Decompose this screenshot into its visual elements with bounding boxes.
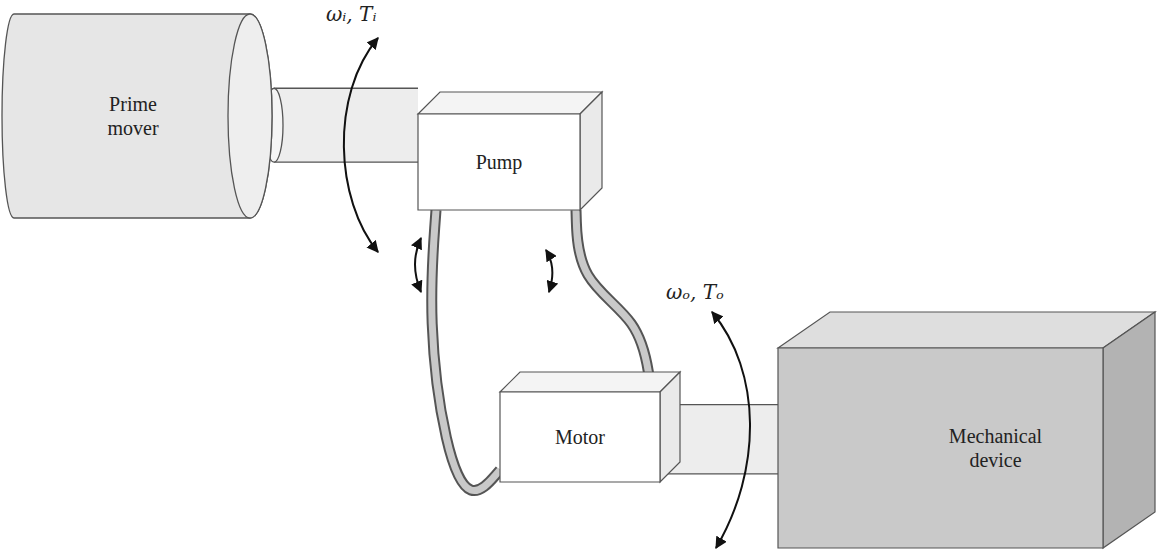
mechanical-device-box: Mechanical device bbox=[778, 312, 1155, 548]
node-outline bbox=[0, 14, 274, 218]
node-face: Pump bbox=[418, 114, 580, 210]
box-top-face bbox=[778, 312, 1155, 348]
box-side-face bbox=[660, 372, 680, 482]
node-face: Motor bbox=[500, 392, 660, 482]
shaft-body bbox=[274, 88, 418, 162]
hose-outline bbox=[576, 210, 650, 382]
rotation-arrow bbox=[712, 312, 750, 548]
shaft-edge bbox=[274, 88, 418, 89]
flow-arrow bbox=[415, 238, 421, 292]
node-label: Mechanical device bbox=[921, 424, 1071, 472]
node-face: Mechanical device bbox=[888, 348, 1103, 548]
pump-box: Pump bbox=[418, 92, 602, 210]
prime-mover-cylinder: Prime mover bbox=[0, 14, 274, 218]
flow-arrow bbox=[546, 250, 552, 292]
connector bbox=[576, 210, 650, 382]
box-front-face bbox=[500, 392, 660, 482]
node-label: Motor bbox=[555, 425, 605, 449]
box-top-face bbox=[418, 92, 602, 114]
cylinder-end bbox=[228, 14, 272, 218]
node-label: Pump bbox=[476, 150, 523, 174]
rotation-label: ωᵢ, Tᵢ bbox=[326, 2, 376, 26]
rotation-arrow bbox=[344, 38, 378, 252]
hose-fill bbox=[432, 210, 500, 491]
connector bbox=[432, 210, 500, 491]
cylinder-body bbox=[2, 14, 272, 218]
box-top-face bbox=[500, 372, 680, 392]
hose-outline bbox=[432, 210, 500, 491]
hose-fill bbox=[576, 210, 650, 382]
shaft-edge bbox=[274, 162, 418, 163]
box-side-face bbox=[580, 92, 602, 210]
box-side-face bbox=[1103, 312, 1155, 548]
node-label: Prime mover bbox=[88, 92, 178, 140]
node-face: Prime mover bbox=[28, 14, 238, 218]
box-front-face bbox=[778, 348, 1103, 548]
connector bbox=[265, 88, 418, 162]
motor-box: Motor bbox=[500, 372, 680, 482]
rotation-label: ωₒ, Tₒ bbox=[666, 280, 724, 304]
box-front-face bbox=[418, 114, 580, 210]
